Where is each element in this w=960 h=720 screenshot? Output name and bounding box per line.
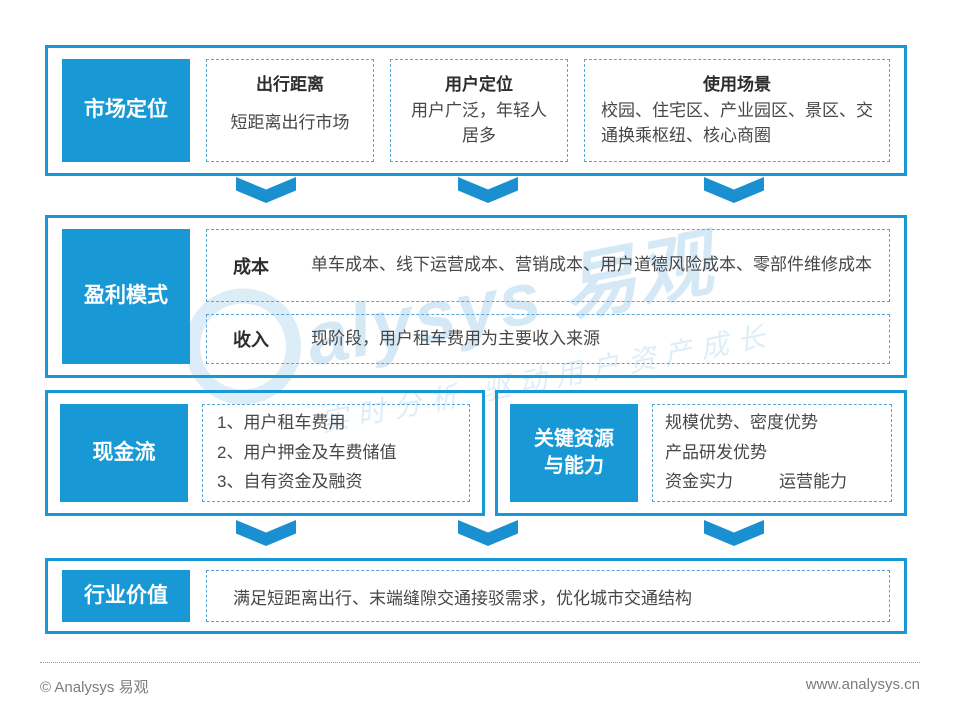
revenue-box: 收入 现阶段，用户租车费用为主要收入来源 <box>206 314 890 364</box>
revenue-title: 收入 <box>233 330 269 350</box>
flow-arrow-down-icon <box>458 177 518 203</box>
cash-flow-label: 现金流 <box>60 404 188 502</box>
key-resources-operation: 运营能力 <box>779 472 847 492</box>
industry-value-label-text: 行业价值 <box>84 583 168 607</box>
flow-arrow-down-icon <box>236 177 296 203</box>
cost-body: 单车成本、线下运营成本、营销成本、用户道德风险成本、零部件维修成本 <box>311 255 872 275</box>
cost-title: 成本 <box>233 256 269 277</box>
section-profit-model: 盈利模式 成本 单车成本、线下运营成本、营销成本、用户道德风险成本、零部件维修成… <box>45 215 907 378</box>
user-positioning-title: 用户定位 <box>445 75 513 94</box>
usage-scenario-body: 校园、住宅区、产业园区、景区、交通换乘枢纽、核心商圈 <box>601 100 873 146</box>
industry-value-label: 行业价值 <box>62 570 190 622</box>
flow-arrow-down-icon <box>236 520 296 546</box>
revenue-body: 现阶段，用户租车费用为主要收入来源 <box>311 328 600 348</box>
key-resources-list: 规模优势、密度优势 产品研发优势 资金实力 运营能力 <box>652 404 892 502</box>
usage-scenario-card: 使用场景 校园、住宅区、产业园区、景区、交通换乘枢纽、核心商圈 <box>584 59 890 162</box>
cash-flow-label-text: 现金流 <box>92 440 156 464</box>
key-resources-funding: 资金实力 <box>665 472 733 492</box>
user-positioning-body: 用户广泛，年轻人居多 <box>411 100 547 146</box>
market-positioning-label-text: 市场定位 <box>84 98 168 122</box>
travel-distance-card: 出行距离 短距离出行市场 <box>206 59 374 162</box>
cost-box: 成本 单车成本、线下运营成本、营销成本、用户道德风险成本、零部件维修成本 <box>206 229 890 302</box>
cash-flow-item: 3、自有资金及融资 <box>217 472 363 492</box>
cash-flow-list: 1、用户租车费用 2、用户押金及车费储值 3、自有资金及融资 <box>202 404 470 502</box>
flow-arrow-down-icon <box>704 177 764 203</box>
section-industry-value: 行业价值 满足短距离出行、末端缝隙交通接驳需求，优化城市交通结构 <box>45 558 907 634</box>
key-resources-line: 规模优势、密度优势 <box>665 413 818 433</box>
travel-distance-body: 短距离出行市场 <box>230 113 350 133</box>
key-resources-label: 关键资源 与能力 <box>510 404 638 502</box>
footer-copyright: © Analysys 易观 <box>40 679 149 696</box>
travel-distance-title: 出行距离 <box>256 75 324 94</box>
user-positioning-card: 用户定位 用户广泛，年轻人居多 <box>390 59 568 162</box>
cash-flow-item: 2、用户押金及车费储值 <box>217 442 397 462</box>
key-resources-line: 产品研发优势 <box>665 442 767 462</box>
section-cash-flow: 现金流 1、用户租车费用 2、用户押金及车费储值 3、自有资金及融资 <box>45 390 485 516</box>
flow-arrow-down-icon <box>704 520 764 546</box>
cash-flow-item: 1、用户租车费用 <box>217 413 346 433</box>
usage-scenario-title: 使用场景 <box>703 75 771 94</box>
section-market-positioning: 市场定位 出行距离 短距离出行市场 用户定位 用户广泛，年轻人居多 使用场景 校… <box>45 45 907 176</box>
key-resources-label-line2: 与能力 <box>544 455 604 477</box>
flow-arrow-down-icon <box>458 520 518 546</box>
profit-model-label-text: 盈利模式 <box>84 284 168 308</box>
industry-value-body: 满足短距离出行、末端缝隙交通接驳需求，优化城市交通结构 <box>206 570 890 622</box>
footer-website: www.analysys.cn <box>805 676 920 693</box>
market-positioning-label: 市场定位 <box>62 59 190 162</box>
profit-model-label: 盈利模式 <box>62 229 190 364</box>
key-resources-label-line1: 关键资源 <box>534 428 614 450</box>
section-key-resources: 关键资源 与能力 规模优势、密度优势 产品研发优势 资金实力 运营能力 <box>495 390 907 516</box>
footer-divider <box>40 662 920 663</box>
